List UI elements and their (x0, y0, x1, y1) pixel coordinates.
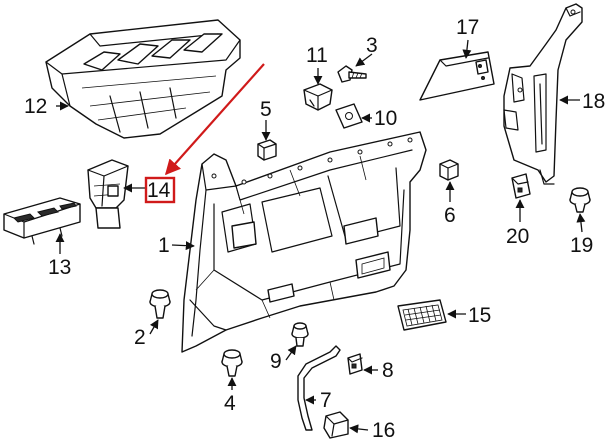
callout-14: 14 (147, 179, 171, 202)
part-16-bracket[interactable] (323, 411, 349, 439)
part-14-bracket[interactable] (87, 159, 129, 229)
part-14-highlight (144, 63, 265, 204)
callout-2: 2 (134, 326, 146, 349)
part-18-support-bracket[interactable] (503, 3, 583, 185)
part-2-push-pin[interactable] (149, 289, 171, 319)
highlight-box (144, 176, 176, 204)
leader-3 (355, 53, 373, 67)
callout-19: 19 (570, 234, 593, 257)
callout-17: 17 (456, 16, 479, 39)
callout-labels: 1 2 3 4 5 6 7 8 9 10 11 12 13 14 15 16 1… (24, 16, 605, 440)
part-10-nut[interactable] (335, 103, 363, 129)
callout-6: 6 (444, 204, 456, 227)
callout-5: 5 (260, 98, 272, 121)
part-4-push-pin[interactable] (221, 349, 243, 377)
callout-10: 10 (374, 107, 397, 130)
leader-16 (349, 424, 369, 434)
callout-4: 4 (224, 392, 236, 415)
part-17-cover-plate[interactable] (419, 51, 495, 101)
part-7-rod[interactable] (297, 345, 341, 431)
part-19-push-pin[interactable] (569, 187, 591, 213)
part-9-push-pin[interactable] (291, 322, 309, 347)
callout-8: 8 (382, 359, 394, 382)
callout-11: 11 (306, 44, 328, 67)
leader-9 (285, 345, 297, 361)
callout-13: 13 (48, 256, 71, 279)
part-13-switch-bezel[interactable] (3, 197, 81, 245)
highlight-arrow (164, 63, 265, 176)
callout-3: 3 (366, 34, 378, 57)
callout-9: 9 (270, 350, 282, 373)
leader-2 (149, 319, 159, 335)
part-8-clip[interactable] (347, 353, 363, 375)
callout-1: 1 (158, 234, 170, 257)
part-15-vent-grille[interactable] (397, 299, 447, 331)
part-20-clip[interactable] (511, 173, 531, 199)
callout-16: 16 (372, 419, 395, 440)
leader-lines (55, 39, 586, 434)
callout-7: 7 (320, 389, 332, 412)
leader-19 (576, 213, 586, 233)
leader-17 (462, 39, 472, 59)
part-5-clip[interactable] (257, 139, 277, 161)
callout-20: 20 (506, 225, 529, 248)
callout-12: 12 (24, 95, 47, 118)
part-11-clip[interactable] (303, 83, 333, 111)
callout-15: 15 (468, 304, 491, 327)
part-6-clip[interactable] (439, 159, 459, 181)
part-1-quarter-trim-panel[interactable] (181, 131, 427, 353)
callout-18: 18 (582, 90, 605, 113)
part-3-screw[interactable] (337, 65, 367, 83)
part-12-storage-tray[interactable] (45, 19, 241, 139)
leader-1 (171, 241, 195, 251)
